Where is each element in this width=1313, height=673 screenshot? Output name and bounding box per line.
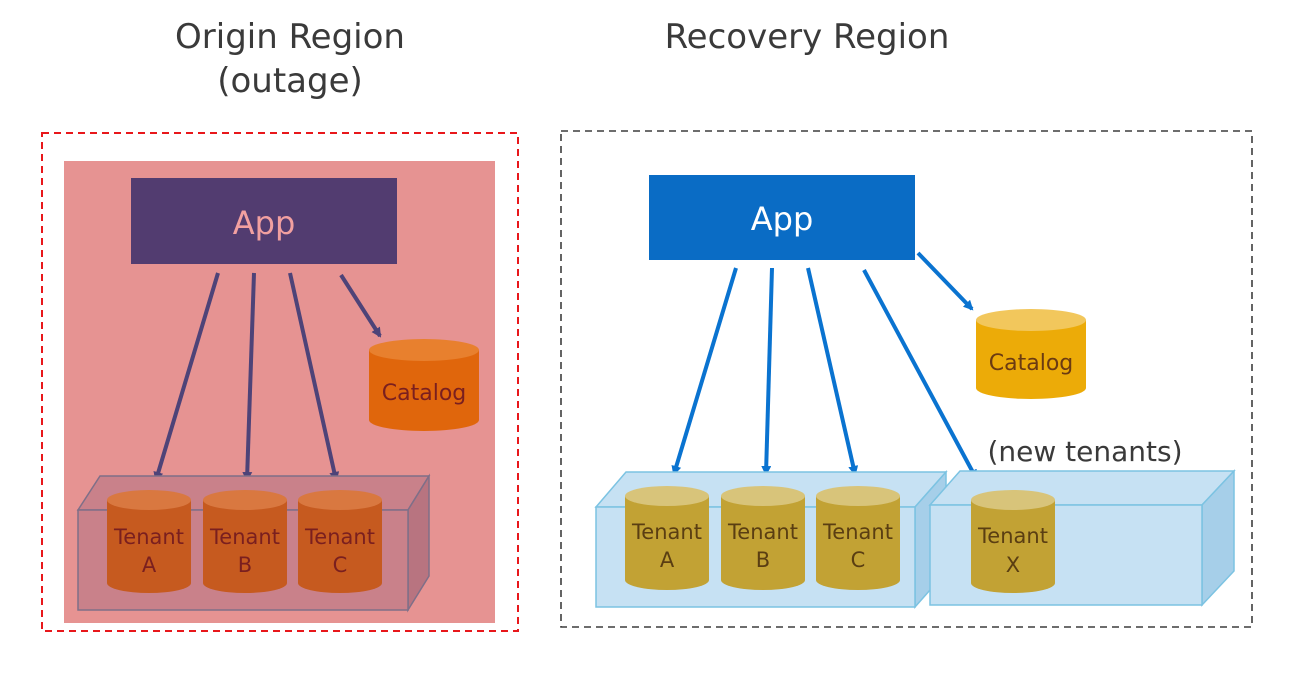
recovery-tenant-a-db: Tenant A — [625, 486, 709, 590]
recovery-tenant-a-id: A — [660, 548, 675, 572]
recovery-tenant-c-db: Tenant C — [816, 486, 900, 590]
recovery-tenant-b-id: B — [756, 548, 770, 572]
recovery-region-title: Recovery Region — [665, 17, 950, 57]
origin-arrow-to-tenant-a — [153, 272, 220, 482]
recovery-tenant-x-label: Tenant — [977, 524, 1048, 548]
recovery-arrow-to-tenant-b — [761, 267, 774, 476]
origin-app-box — [131, 178, 397, 264]
origin-region-subtitle: (outage) — [217, 61, 363, 101]
recovery-region: App Catalog (new tenants) — [560, 130, 1253, 628]
recovery-arrow-to-tenant-a — [671, 267, 738, 476]
origin-tenant-c-id: C — [333, 553, 348, 577]
origin-tenant-c-db: Tenant C — [298, 490, 382, 593]
origin-tenant-b-db: Tenant B — [203, 490, 287, 593]
origin-tenant-b-label: Tenant — [209, 525, 280, 549]
recovery-tenant-b-db: Tenant B — [721, 486, 805, 590]
recovery-catalog-label: Catalog — [989, 351, 1074, 376]
origin-app-label: App — [233, 204, 296, 242]
recovery-catalog-db: Catalog — [976, 309, 1086, 399]
recovery-tenant-b-label: Tenant — [727, 520, 798, 544]
origin-tenant-c-label: Tenant — [304, 525, 375, 549]
origin-arrows — [153, 272, 382, 482]
recovery-tenant-a-label: Tenant — [631, 520, 702, 544]
recovery-region-border — [560, 130, 1253, 628]
origin-tenant-a-id: A — [142, 553, 157, 577]
origin-tenant-b-id: B — [238, 553, 252, 577]
origin-catalog-label: Catalog — [382, 381, 467, 406]
origin-region-border — [41, 132, 519, 632]
recovery-tenant-x-id: X — [1006, 553, 1020, 577]
recovery-tenant-c-id: C — [851, 548, 866, 572]
recovery-arrow-to-tenant-x — [862, 269, 978, 480]
recovery-arrows — [671, 251, 978, 480]
origin-catalog-db: Catalog — [369, 339, 479, 431]
recovery-tenant-x-db: Tenant X — [971, 490, 1055, 593]
recovery-arrow-to-tenant-c — [806, 267, 859, 476]
origin-region-title: Origin Region — [175, 17, 405, 57]
origin-tenant-a-label: Tenant — [113, 525, 184, 549]
origin-arrow-to-tenant-c — [288, 272, 340, 482]
recovery-app-label: App — [751, 200, 814, 238]
origin-arrow-to-tenant-b — [242, 272, 256, 482]
recovery-arrow-to-catalog — [916, 251, 974, 311]
recovery-app-box — [649, 175, 915, 260]
origin-region: App Catalog Tenant A — [41, 132, 519, 632]
new-tenants-label: (new tenants) — [987, 435, 1182, 468]
origin-tenant-a-db: Tenant A — [107, 490, 191, 593]
origin-arrow-to-catalog — [339, 273, 382, 338]
recovery-tenant-c-label: Tenant — [822, 520, 893, 544]
